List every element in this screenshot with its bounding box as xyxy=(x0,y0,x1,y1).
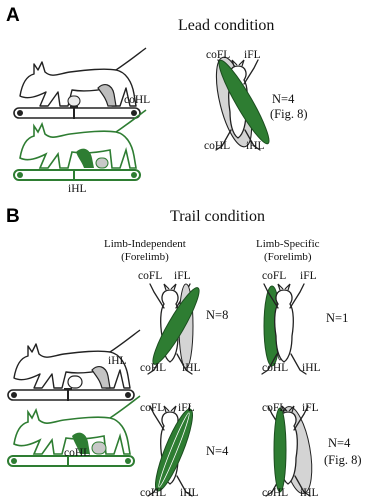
trail-bottom-independent-diagram xyxy=(148,406,199,496)
lead-cofl-label: coFL xyxy=(206,50,230,62)
trail-top-specific-diagram xyxy=(262,284,306,374)
col-independent-header: Limb-Independent (Forelimb) xyxy=(104,238,186,263)
trail-bot-spec-ifl-label: iFL xyxy=(302,403,319,415)
trail-top-ind-ifl-label: iFL xyxy=(174,271,191,283)
col-independent-header-line2: (Forelimb) xyxy=(104,251,186,264)
trail-top-spec-cofl-label: coFL xyxy=(262,271,286,283)
trail-bot-ind-cofl-label: coFL xyxy=(140,403,164,415)
col-specific-header-line2: (Forelimb) xyxy=(256,251,320,264)
col-specific-header-line1: Limb-Specific xyxy=(256,238,320,251)
col-specific-header: Limb-Specific (Forelimb) xyxy=(256,238,320,263)
panel-b-letter: B xyxy=(6,207,20,226)
lead-fig-ref: (Fig. 8) xyxy=(270,108,308,121)
trail-bot-ind-ifl-label: iFL xyxy=(178,403,195,415)
lead-ihl-label: iHL xyxy=(246,141,265,153)
trail-top-spec-cohl-label: coHL xyxy=(262,363,288,375)
trail-top-spec-ihl-label: iHL xyxy=(302,363,321,375)
trail-top-ind-cofl-label: coFL xyxy=(138,271,162,283)
lead-footfall-diagram xyxy=(209,54,275,150)
trail-bot-spec-cofl-label: coFL xyxy=(262,403,286,415)
trail-bottom-specific-n: N=4 xyxy=(328,437,350,450)
trail-top-ind-ihl-label: iHL xyxy=(182,363,201,375)
lead-bottom-treadmill xyxy=(14,110,146,181)
trail-bottom-specific-diagram xyxy=(266,404,317,496)
panel-a-title: Lead condition xyxy=(178,18,274,34)
panel-b-title: Trail condition xyxy=(170,209,265,225)
trail-top-independent-n: N=8 xyxy=(206,309,228,322)
trail-fig-ref: (Fig. 8) xyxy=(324,454,362,467)
trail-top-specific-n: N=1 xyxy=(326,312,348,325)
lead-top-treadmill xyxy=(14,48,146,119)
col-independent-header-line1: Limb-Independent xyxy=(104,238,186,251)
trail-bot-spec-cohl-label: coHL xyxy=(262,488,288,500)
trail-top-independent-diagram xyxy=(147,284,205,374)
trail-bot-spec-ihl-label: iHL xyxy=(300,488,319,500)
trail-bottom-treadmill-label: coHL xyxy=(64,448,90,460)
lead-ifl-label: iFL xyxy=(244,50,261,62)
trail-bot-ind-ihl-label: iHL xyxy=(180,488,199,500)
trail-bot-ind-cohl-label: coHL xyxy=(140,488,166,500)
trail-top-ind-cohl-label: coHL xyxy=(140,363,166,375)
trail-top-treadmill-label: iHL xyxy=(108,356,127,368)
panel-a-letter: A xyxy=(6,6,20,25)
lead-n-value: N=4 xyxy=(272,93,294,106)
trail-bottom-independent-n: N=4 xyxy=(206,445,228,458)
trail-top-spec-ifl-label: iFL xyxy=(300,271,317,283)
lead-top-treadmill-label: coHL xyxy=(124,95,150,107)
lead-cohl-label: coHL xyxy=(204,141,230,153)
lead-bottom-treadmill-label: iHL xyxy=(68,184,87,196)
